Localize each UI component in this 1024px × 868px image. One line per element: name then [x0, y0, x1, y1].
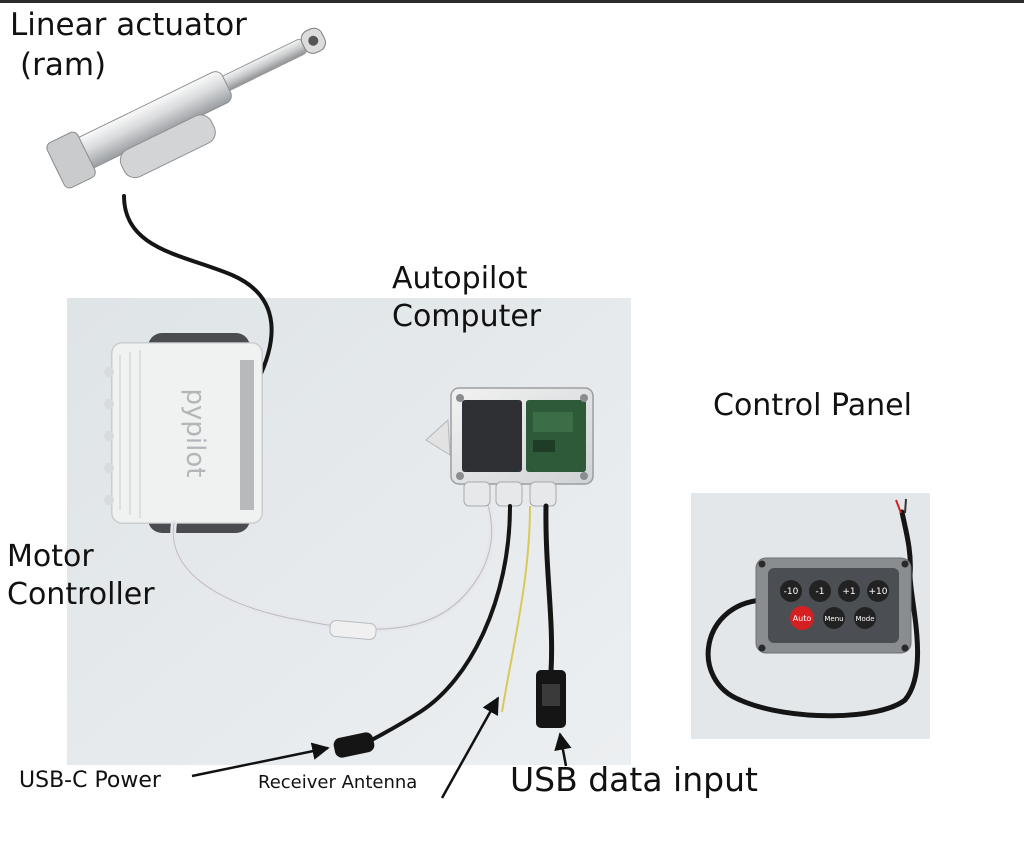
button-plus1	[838, 580, 860, 602]
button-auto	[790, 606, 814, 630]
arrow-receiver-antenna	[440, 696, 500, 799]
label-computer: Computer	[392, 299, 542, 334]
button-plus10	[867, 580, 889, 602]
label-linear-actuator: Linear actuator	[10, 7, 247, 43]
label-ram: (ram)	[20, 47, 107, 83]
button-label-plus10: +10	[869, 587, 888, 597]
button-mode	[854, 607, 876, 629]
button-minus1	[809, 580, 831, 602]
label-usb-data-input: USB data input	[510, 760, 758, 799]
control-panel-device: -10 -1 +1 +10 Auto Menu Mode	[755, 557, 912, 654]
button-menu	[823, 607, 845, 629]
black-wire	[904, 498, 907, 514]
autopilot-computer-box	[425, 387, 594, 507]
cable-connector	[329, 620, 377, 640]
usb-port	[542, 684, 560, 706]
usb-data-cable	[543, 503, 555, 675]
label-motor: Motor	[7, 539, 94, 574]
button-label-minus10: -10	[784, 587, 799, 597]
motor-controller	[104, 333, 263, 533]
button-label-menu: Menu	[824, 615, 843, 623]
label-usbc-power: USB-C Power	[19, 768, 161, 793]
label-controller: Controller	[7, 577, 155, 612]
button-label-mode: Mode	[855, 615, 874, 623]
receiver-antenna-wire	[501, 505, 531, 713]
red-wire	[895, 499, 902, 514]
motor-controller-brand: pypilot	[180, 389, 210, 478]
arrow-usb-data	[554, 732, 572, 767]
button-minus10	[780, 580, 802, 602]
usbc-power-cable	[366, 504, 512, 744]
label-receiver-antenna: Receiver Antenna	[258, 772, 418, 793]
top-border	[0, 0, 1024, 3]
button-label-plus1: +1	[842, 587, 855, 597]
usbc-connector	[333, 732, 375, 758]
label-autopilot: Autopilot	[392, 261, 528, 296]
actuator-cable	[122, 194, 274, 382]
button-label-auto: Auto	[793, 614, 812, 623]
arrow-usbc-power	[191, 742, 330, 778]
linear-actuator	[46, 27, 326, 189]
button-label-minus1: -1	[816, 587, 825, 597]
label-control-panel: Control Panel	[713, 388, 912, 423]
